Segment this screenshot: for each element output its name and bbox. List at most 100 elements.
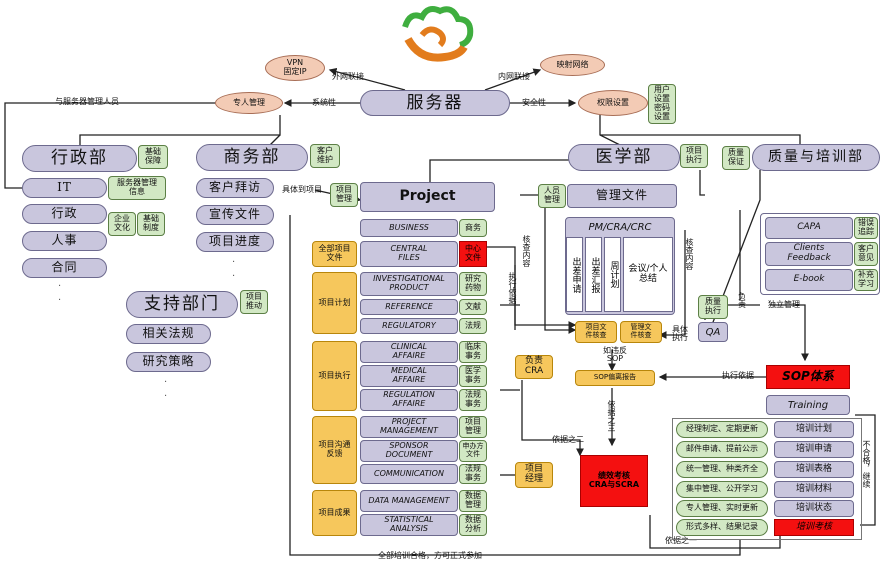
clients-feedback-tag: 客户 意见 [854, 242, 878, 266]
culture-badge: 企业 文化 [108, 212, 136, 236]
support-dept-badge: 项目 推动 [240, 290, 268, 314]
med-col-meeting-summary[interactable]: 会议/个人总结 [623, 237, 673, 312]
ebook-tag: 补充 学习 [854, 269, 878, 291]
data-management-tag: 数据 管理 [459, 490, 487, 512]
result-category: 项目成果 [312, 490, 357, 536]
hr-node[interactable]: 人事 [22, 231, 107, 251]
clients-feedback-node[interactable]: Clients Feedback [765, 242, 853, 266]
support-item-law[interactable]: 相关法规 [126, 324, 211, 344]
permission-node: 权限设置 [578, 90, 648, 116]
reference-node[interactable]: REFERENCE [360, 299, 458, 315]
qa-dept-badge: 质量 保证 [722, 146, 750, 170]
admin-node[interactable]: 行政 [22, 204, 107, 224]
med-col-trip-report[interactable]: 出差汇报 [585, 237, 602, 312]
qa-tools-panel [760, 213, 880, 295]
system-badge: 基础 制度 [137, 212, 165, 236]
clinical-affaire-node[interactable]: CLINICAL AFFAIRE [360, 341, 458, 363]
medical-affaire-tag: 医学 事务 [459, 365, 487, 387]
admin-dept-title[interactable]: 行政部 [22, 145, 137, 172]
training-row-rule-1: 经理制定、定期更新 [676, 421, 768, 438]
reference-tag: 文献 [459, 299, 487, 315]
performance-review-node[interactable]: 绩效考核 CRA与SCRA [580, 455, 648, 507]
qa-dept-title[interactable]: 质量与培训部 [752, 144, 880, 171]
business-node[interactable]: BUSINESS [360, 219, 458, 237]
statistical-analysis-node[interactable]: STATISTICAL ANALYSIS [360, 514, 458, 536]
training-row-rule-5: 专人管理、实时更新 [676, 500, 768, 517]
regulatory-node[interactable]: REGULATORY [360, 318, 458, 334]
all-files-category: 全部项目 文件 [312, 241, 357, 267]
mgmt-files-node[interactable]: 管理文件 [567, 184, 677, 208]
training-plan-node[interactable]: 培训计划 [774, 421, 854, 438]
training-status-node[interactable]: 培训状态 [774, 500, 854, 517]
support-dept-title[interactable]: 支持部门 [126, 291, 238, 318]
training-row-rule-6: 形式多样、结果记录 [676, 519, 768, 536]
training-form-node[interactable]: 培训表格 [774, 461, 854, 478]
training-node[interactable]: Training [766, 395, 850, 415]
investigational-product-node[interactable]: INVESTIGATIONAL PRODUCT [360, 272, 458, 296]
capa-tag: 错误 追踪 [854, 217, 878, 239]
med-dept-badge: 项目 执行 [680, 144, 708, 168]
project-management-node[interactable]: PROJECT MANAGEMENT [360, 416, 458, 438]
project-file-check[interactable]: 项目文 件核查 [575, 321, 617, 343]
biz-dept-title[interactable]: 商务部 [196, 144, 308, 171]
training-exam-node[interactable]: 培训考核 [774, 519, 854, 536]
sop-system-node[interactable]: SOP体系 [766, 365, 850, 389]
ebook-node[interactable]: E-book [765, 269, 853, 291]
exec-category: 项目执行 [312, 341, 357, 411]
data-management-node[interactable]: DATA MANAGEMENT [360, 490, 458, 512]
regulatory-tag: 法规 [459, 318, 487, 334]
plan-category: 项目计划 [312, 272, 357, 334]
project-title[interactable]: Project [360, 182, 495, 212]
check-content-label: 核查内容 [522, 235, 531, 267]
clinical-affaire-tag: 临床 事务 [459, 341, 487, 363]
contract-node[interactable]: 合同 [22, 258, 107, 278]
mapping-node: 映射网络 [540, 54, 605, 76]
user-password-badge: 用户 设置 密码 设置 [648, 84, 676, 124]
project-mgmt-badge: 项目 管理 [330, 183, 358, 207]
sop-deviation-report[interactable]: SOP偏离报告 [575, 370, 655, 386]
check-content-label-2: 核查内容 [685, 238, 694, 270]
basis-two-label: 依据之二 [552, 435, 584, 444]
regulation-affaire-node[interactable]: REGULATION AFFAIRE [360, 389, 458, 411]
it-node[interactable]: IT [22, 178, 107, 198]
security-edge-label: 安全性 [522, 98, 546, 107]
business-tag: 商务 [459, 219, 487, 237]
med-col-weekly-plan[interactable]: 周计划 [604, 237, 621, 312]
fail-continue-label: 不合格，继续 [862, 440, 871, 488]
central-files-node[interactable]: CENTRAL FILES [360, 241, 458, 267]
pm-cra-crc-label: PM/CRA/CRC [588, 222, 652, 233]
medical-affaire-node[interactable]: MEDICAL AFFAIRE [360, 365, 458, 387]
vpn-edge-label: 外网联接 [332, 72, 364, 81]
company-logo [402, 6, 474, 62]
capa-node[interactable]: CAPA [765, 217, 853, 239]
independent-mgmt-label: 独立管理 [768, 300, 800, 309]
training-request-node[interactable]: 培训申请 [774, 441, 854, 458]
admin-mgmt-node: 专人管理 [215, 92, 283, 114]
server-node[interactable]: 服务器 [360, 90, 510, 116]
specific-exec-label: 具体 执行 [672, 325, 688, 342]
statistical-analysis-tag: 数据 分析 [459, 514, 487, 536]
project-manager-node[interactable]: 项目 经理 [515, 462, 553, 488]
regulation-affaire-tag: 法规 事务 [459, 389, 487, 411]
system-edge-label: 系统性 [312, 98, 336, 107]
support-item-strategy[interactable]: 研究策略 [126, 352, 211, 372]
communication-node[interactable]: COMMUNICATION [360, 464, 458, 484]
mgmt-file-check[interactable]: 管理文 件核查 [620, 321, 662, 343]
qa-exec-badge: 质量 执行 [698, 295, 728, 319]
basis-one-label: 依据之一 [665, 536, 697, 545]
med-dept-title[interactable]: 医学部 [568, 144, 680, 171]
cra-responsible-node[interactable]: 负责 CRA [515, 355, 553, 379]
exec-basis-label: 执行依据 [508, 272, 517, 304]
qa-node[interactable]: QA [698, 322, 728, 342]
biz-item-promo[interactable]: 宣传文件 [196, 205, 274, 225]
training-material-node[interactable]: 培训材料 [774, 481, 854, 498]
training-row-rule-2: 邮件申请、提前公示 [676, 441, 768, 458]
responsible-label: 负 责 [738, 292, 746, 309]
sponsor-document-node[interactable]: SPONSOR DOCUMENT [360, 440, 458, 462]
admin-dept-badge: 基础 保障 [138, 145, 168, 169]
investigational-product-tag: 研究 药物 [459, 272, 487, 296]
med-col-trip-request[interactable]: 出差申请 [566, 237, 583, 312]
mapping-edge-label: 内网联接 [498, 72, 530, 81]
biz-item-progress[interactable]: 项目进度 [196, 232, 274, 252]
biz-item-visit[interactable]: 客户拜访 [196, 178, 274, 198]
